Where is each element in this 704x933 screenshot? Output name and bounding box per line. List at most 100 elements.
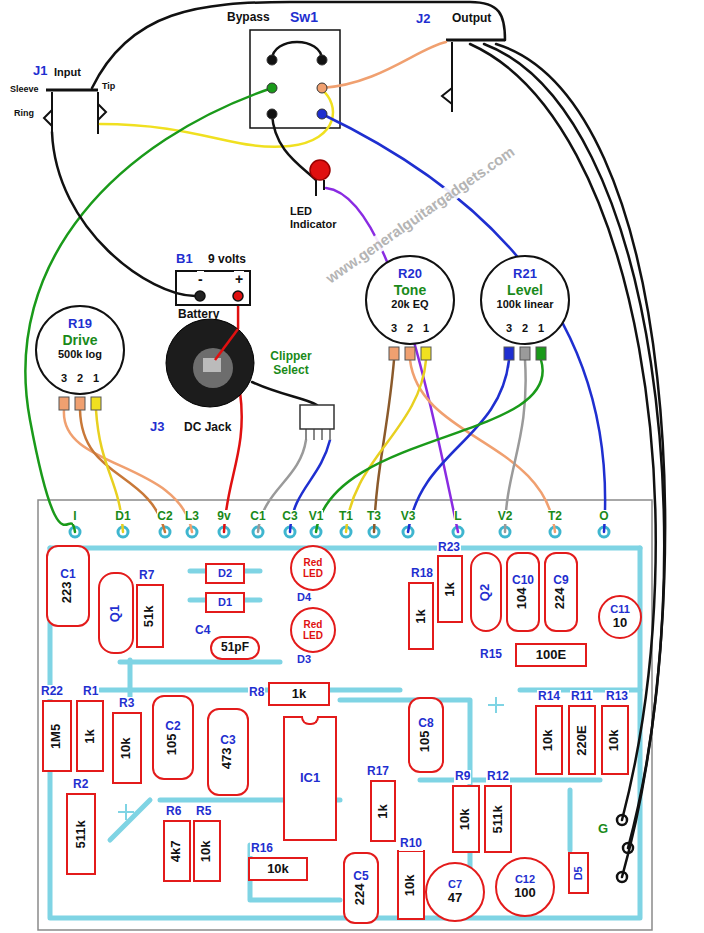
- wire: [322, 42, 446, 88]
- value-label: 10k: [542, 729, 557, 751]
- designator: R23: [437, 541, 461, 555]
- value-label: 10k: [459, 808, 474, 830]
- designator: C3: [220, 734, 235, 748]
- led-symbol: Red LEDD4: [290, 545, 336, 591]
- pot-lug: [91, 397, 101, 410]
- electrolytic-capacitor: C747: [425, 862, 485, 922]
- designator: C2: [165, 720, 180, 734]
- pot-lug: [59, 347, 546, 410]
- output-jack: [442, 40, 505, 112]
- value-label: 224: [554, 588, 569, 610]
- designator: D2: [218, 567, 232, 580]
- value-label: 224: [354, 884, 369, 906]
- part-label: DC Jack: [183, 421, 232, 435]
- designator: C8: [418, 717, 433, 731]
- pad-label: T1: [339, 510, 353, 524]
- designator: R8: [248, 686, 265, 700]
- switch-lug: [267, 109, 277, 119]
- clipper-switch: [300, 405, 334, 440]
- pad-label: C3: [282, 510, 297, 524]
- wire: [92, 2, 505, 88]
- led-label: LED Indicator: [290, 205, 352, 230]
- output-jack: [442, 42, 452, 112]
- input-jack: [46, 89, 98, 92]
- designator: C4: [194, 624, 211, 638]
- wire: [484, 44, 664, 848]
- wire: [316, 360, 543, 532]
- pin-number: 1: [423, 322, 429, 335]
- pot-lug: [59, 397, 69, 410]
- led-indicator: [310, 160, 330, 180]
- capacitor-symbol: C1223: [46, 545, 90, 627]
- jack-label: Input: [54, 66, 81, 79]
- transistor-symbol: Q1: [98, 572, 134, 654]
- pin-number: 2: [77, 372, 83, 385]
- resistor-symbol: R181k: [408, 582, 434, 650]
- pcb-trace: [568, 790, 573, 850]
- designator: C7: [448, 878, 462, 891]
- value-label: 20k EQ: [391, 298, 428, 311]
- designator: Q2: [479, 583, 494, 600]
- pad-label: V2: [498, 510, 513, 524]
- pad-label: L: [454, 510, 461, 524]
- wire: [25, 2, 665, 877]
- switch-lug: [267, 83, 277, 93]
- pin-number: 2: [522, 322, 528, 335]
- value-label: 105: [166, 734, 181, 756]
- resistor-symbol: R11k: [76, 700, 104, 772]
- pad-label: L3: [185, 510, 199, 524]
- plus-marker: [118, 804, 134, 820]
- designator: R19: [68, 317, 92, 332]
- polarity-sign: -: [197, 271, 204, 287]
- battery-terminal: [233, 291, 243, 301]
- switch-lug: [317, 109, 327, 119]
- terminal-label: Sleeve: [10, 84, 39, 94]
- pcb-trace: [50, 546, 640, 551]
- wire: [496, 44, 665, 877]
- designator: R11: [570, 690, 593, 704]
- pin-number: 1: [538, 322, 544, 335]
- switch-label: Bypass: [227, 11, 270, 25]
- value-label: 47: [448, 891, 462, 906]
- diode-symbol: D2: [205, 563, 245, 584]
- input-jack: [44, 90, 106, 134]
- pcb-outline: [38, 500, 652, 930]
- resistor-symbol: R1010k: [397, 850, 425, 920]
- pad-label: G: [598, 822, 608, 837]
- wire: [64, 410, 192, 532]
- pad-label: C1: [250, 510, 265, 524]
- plus-marker: [488, 697, 504, 713]
- designator: R1: [82, 685, 99, 699]
- designator: R7: [138, 569, 155, 583]
- capacitor-symbol: C9224: [544, 552, 578, 632]
- designator: Sw1: [290, 9, 318, 25]
- resistor-symbol: R751k: [136, 584, 164, 648]
- pad-label: V1: [309, 510, 324, 524]
- value-label: 1k: [83, 729, 98, 743]
- electrolytic-capacitor: C1110: [598, 595, 642, 639]
- designator: IC1: [300, 771, 320, 786]
- capacitor-symbol: C3473: [207, 708, 249, 796]
- dc-jack-body: [215, 329, 238, 360]
- pcb-outline: [38, 500, 652, 930]
- designator: C9: [553, 574, 568, 588]
- clipper-switch: [306, 429, 330, 440]
- led-symbol: Red LEDD3: [290, 607, 336, 653]
- value-label: 223: [61, 582, 76, 604]
- designator: D1: [218, 596, 232, 609]
- wire: [410, 360, 555, 532]
- battery-terminal: [195, 291, 205, 301]
- resistor-symbol: R1410k: [535, 705, 563, 775]
- designator: C11: [610, 603, 630, 616]
- battery: B19 volts-+Battery: [175, 270, 251, 306]
- polarity-sign: +: [234, 271, 244, 287]
- pin-number: 1: [93, 372, 99, 385]
- pin-number: 3: [391, 322, 397, 335]
- designator: R10: [399, 837, 423, 851]
- resistor-symbol: R221M5: [42, 700, 72, 772]
- jack-label: Output: [452, 12, 491, 26]
- capacitor-symbol: C10104: [506, 552, 540, 632]
- value-label: 104: [516, 588, 531, 610]
- wire: [80, 410, 165, 532]
